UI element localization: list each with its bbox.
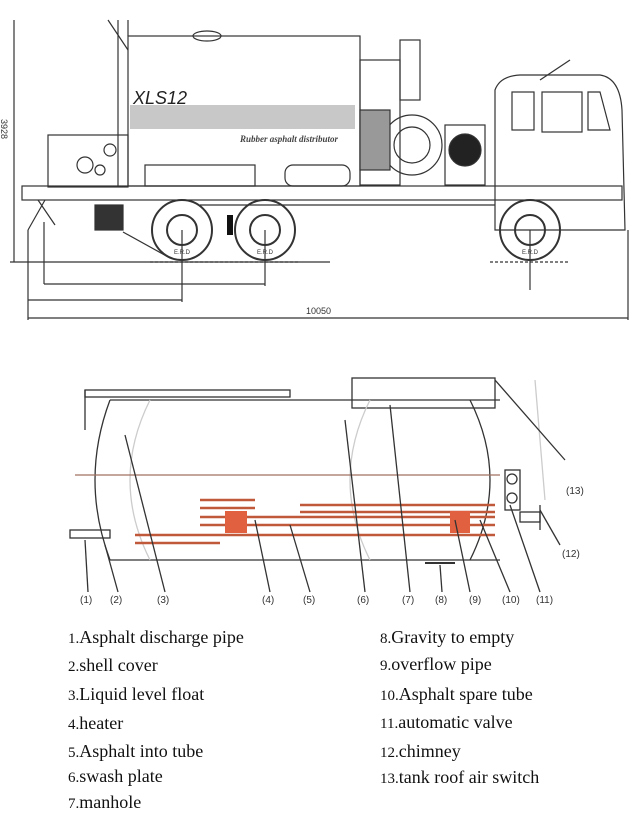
tank-caption: Rubber asphalt distributor [240, 134, 339, 144]
callout-3: (3) [157, 595, 170, 606]
truck-side-view-drawing [10, 19, 629, 320]
wheel [151, 199, 213, 261]
wheel [234, 199, 296, 261]
legend-text: tank roof air switch [398, 767, 540, 787]
callout-11: (11) [536, 595, 554, 606]
legend-num: 4. [68, 717, 80, 733]
legend-item: 12.chimney [380, 741, 461, 762]
legend-num: 12. [380, 745, 399, 761]
model-label: XLS12 [133, 88, 188, 108]
legend-item: 7.manhole [68, 792, 141, 813]
tire-label: E.R.D [174, 250, 191, 256]
wheel [499, 199, 561, 261]
legend-text: Asphalt discharge pipe [79, 627, 244, 647]
callout-13: (13) [566, 486, 584, 497]
legend-item: 10.Asphalt spare tube [380, 684, 533, 705]
length-dimension: 10050 [306, 306, 332, 316]
legend-text: automatic valve [398, 712, 513, 732]
legend-text: chimney [398, 741, 461, 761]
tire-label: E.R.D [522, 250, 539, 256]
legend-num: 2. [68, 659, 80, 675]
legend-item: 9.overflow pipe [380, 654, 492, 675]
callout-9: (9) [469, 595, 482, 606]
callout-2: (2) [110, 595, 123, 606]
callout-4: (4) [262, 595, 275, 606]
legend-num: 6. [68, 770, 80, 786]
tank-grey-band [130, 105, 355, 129]
legend-num: 7. [68, 796, 80, 812]
legend-num: 13. [380, 771, 399, 787]
legend-num: 9. [380, 658, 392, 674]
callout-5: (5) [303, 595, 316, 606]
legend-item: 11.automatic valve [380, 712, 513, 733]
legend-num: 3. [68, 688, 80, 704]
callout-10: (10) [502, 595, 520, 606]
legend-text: Asphalt into tube [79, 741, 204, 761]
heater-tubes [135, 498, 495, 545]
legend-item: 2.shell cover [68, 655, 158, 676]
legend-text: heater [79, 713, 124, 733]
legend-num: 8. [380, 631, 392, 647]
legend-text: swash plate [79, 766, 163, 786]
callout-1: (1) [80, 595, 93, 606]
legend-item: 1.Asphalt discharge pipe [68, 627, 244, 648]
legend-item: 3.Liquid level float [68, 684, 204, 705]
legend-num: 10. [380, 688, 399, 704]
tank-section-drawing [69, 377, 566, 593]
callout-7: (7) [402, 595, 415, 606]
legend-text: Liquid level float [79, 684, 205, 704]
legend-item: 5.Asphalt into tube [68, 741, 203, 762]
legend-item: 6.swash plate [68, 766, 163, 787]
legend-text: Asphalt spare tube [398, 684, 533, 704]
legend-text: shell cover [79, 655, 158, 675]
legend-num: 11. [380, 716, 399, 732]
legend-text: manhole [79, 792, 142, 812]
tire-label: E.R.D [257, 250, 274, 256]
callout-12: (12) [562, 549, 580, 560]
callout-6: (6) [357, 595, 370, 606]
callout-8: (8) [435, 595, 448, 606]
legend-text: overflow pipe [391, 654, 492, 674]
legend-num: 1. [68, 631, 80, 647]
legend-num: 5. [68, 745, 80, 761]
legend-item: 8.Gravity to empty [380, 627, 514, 648]
legend-item: 4.heater [68, 713, 123, 734]
legend-text: Gravity to empty [391, 627, 515, 647]
legend-item: 13.tank roof air switch [380, 767, 539, 788]
